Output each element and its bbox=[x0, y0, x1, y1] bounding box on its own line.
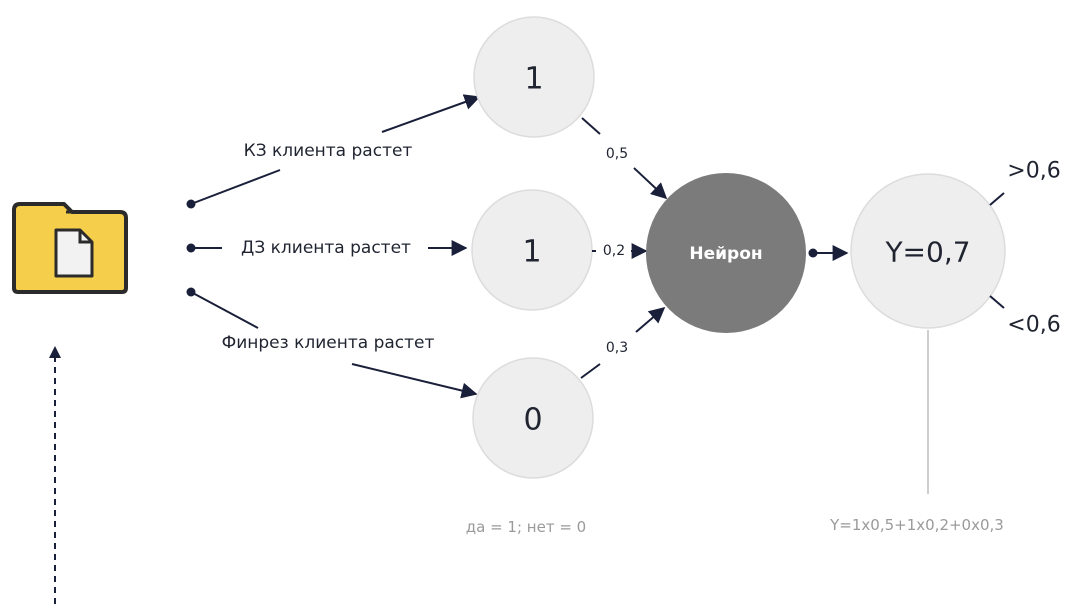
input-3-line-a bbox=[190, 291, 259, 329]
input-label-2: ДЗ клиента растет bbox=[241, 238, 411, 258]
input-node-3-value: 0 bbox=[523, 403, 542, 438]
weight-3-label: 0,3 bbox=[606, 340, 628, 356]
input-1-line-a bbox=[190, 169, 281, 205]
output-node bbox=[850, 173, 1006, 329]
input-label-1: КЗ клиента растет bbox=[244, 141, 413, 161]
yes-no-encoding-caption: да = 1; нет = 0 bbox=[466, 518, 586, 536]
threshold-below-label: <0,6 bbox=[1007, 313, 1060, 338]
weight-1-arrow bbox=[633, 167, 668, 200]
weight-1-line-a bbox=[581, 117, 601, 135]
input-label-3: Финрез клиента растет bbox=[222, 333, 435, 353]
input-3-arrow bbox=[351, 363, 478, 399]
formula-caption: Y=1x0,5+1x0,2+0x0,3 bbox=[829, 516, 1004, 534]
output-label: Y=0,7 bbox=[884, 236, 970, 269]
neuron-label: Нейрон bbox=[689, 244, 762, 264]
threshold-above-label: >0,6 bbox=[1007, 159, 1060, 184]
neuron-node bbox=[646, 173, 806, 333]
upward-dashed-arrow bbox=[49, 346, 61, 604]
threshold-above-line bbox=[989, 192, 1005, 206]
input-node-2-value: 1 bbox=[522, 235, 541, 270]
folder-with-document-icon bbox=[12, 202, 128, 294]
threshold-below-line bbox=[989, 295, 1005, 309]
input-node-1 bbox=[473, 16, 595, 138]
weight-2-label: 0,2 bbox=[603, 243, 625, 259]
input-1-arrow bbox=[381, 94, 481, 133]
weight-3-line-a bbox=[580, 363, 601, 379]
input-node-1-value: 1 bbox=[524, 62, 543, 97]
input-node-3 bbox=[472, 357, 594, 479]
weight-3-arrow bbox=[635, 306, 666, 333]
weight-1-label: 0,5 bbox=[606, 146, 628, 162]
